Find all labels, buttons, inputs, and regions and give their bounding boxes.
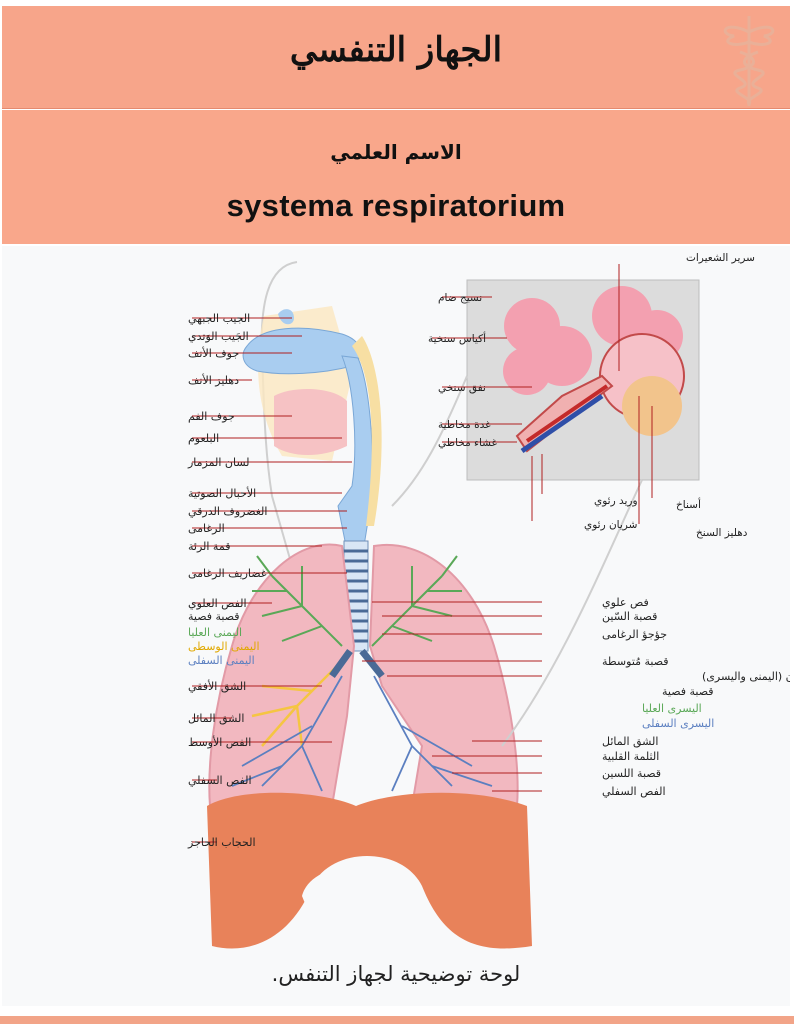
label-horizontal-fissure: الشق الأفقي [188,679,246,694]
nasal-cavity [242,327,362,375]
label-oral-cavity: جوف الفم [188,410,235,423]
label-left-upper: اليسرى العليا [642,702,702,715]
label-middle-lobe: الفص الأوسط [188,735,251,749]
bronchi-blue [231,675,493,792]
label-lobar-bronchus: قصبة فصية [188,610,240,623]
pulmonary-vein [525,384,609,443]
label-left-lower-lobe: الفص السفلي [602,785,666,798]
label-cardiac-notch: الثلمة القلبية [602,750,659,763]
neck-tissue [352,336,382,526]
label-frontal-sinus: الجيب الجبهي [188,312,250,325]
label-vocal-cords: الأحبال الصوتية [188,486,256,500]
label-thyroid-cartilage: الغضروف الدرقي [188,505,267,518]
label-mucous-gland: غدة مخاطية [438,419,491,431]
oral-cavity [274,389,347,455]
label-left-lobar-bronchus: قصبة فصية [662,685,714,698]
inset-connector-2 [501,479,643,747]
image-caption: لوحة توضيحية لجهاز التنفس. [271,962,521,986]
title-bar: الجهاز التنفسي [2,6,790,109]
label-left-upper-lobe: فص علوي [602,596,649,609]
label-nasal-vestibule: دهليز الأنف [188,373,239,387]
label-right-lower: اليمنى السفلى [188,654,255,667]
label-right-upper: اليمنى العليا [188,626,242,639]
label-trachea: الرغامى [188,522,225,535]
page-title: الجهاز التنفسي [289,30,503,70]
label-main-bronchi: القصبتان الرئيسيتان (اليمنى واليسرى) [702,670,790,683]
label-right-middle: اليمنى الوسطى [188,640,260,653]
inset-connector [391,375,468,507]
scientific-name-box: الاسم العلمي systema respiratorium [2,110,790,244]
label-tracheal-cartilages: غضاريف الرغامى [188,567,267,580]
label-alveolar-duct: نفق سنخي [438,382,486,394]
frontal-sinus [278,309,294,325]
label-pulmonary-artery: شريان رئوي [584,519,637,531]
label-diaphragm: الحجاب الحاجز [187,836,256,849]
label-lower-lobe: الفص السفلي [188,774,252,787]
diaphragm-light [302,866,422,966]
diagram-area: الجيب الجبهي الجَيب الوَتدي جوف الأنف ده… [2,246,790,1006]
pulmonary-artery [520,393,604,454]
right-lung [208,543,356,807]
caduceus-watermark-icon [723,16,775,106]
label-oblique-fissure: الشق المائل [188,712,244,726]
label-alveoli: أسناخ [676,497,701,511]
bronchi-yellow [251,665,338,747]
label-left-lower: اليسرى السفلى [642,717,714,730]
scientific-name: systema respiratorium [226,188,566,223]
label-pulmonary-vein: وريد رئوي [594,495,638,507]
label-capillary-bed: سرير الشعيرات [686,252,755,264]
label-alveolar-sacs: أكياس سنخية [428,331,486,345]
bottom-divider [0,1016,794,1024]
label-lingular-bronchus: قصبة السّين [602,610,657,623]
label-connective-tissue: نسيج ضام [438,292,482,304]
label-pharynx: البلعوم [188,432,219,445]
label-atrium: دهليز السنخ [696,527,748,539]
label-left-oblique-fissure: الشق المائل [602,735,658,749]
leader-lines [192,264,653,843]
respiratory-system-diagram[interactable]: الجيب الجبهي الجَيب الوَتدي جوف الأنف ده… [2,246,790,1006]
main-bronchi [329,648,385,679]
label-upper-lobe: الفص العلوي [188,597,247,610]
label-epiglottis: لسان المزمار [187,456,249,469]
left-lung [368,543,519,807]
label-intermediate-bronchus: قصبة مُتوسطة [602,655,669,668]
label-lung-apex: قمة الرئة [188,540,230,553]
diaphragm [207,792,532,949]
label-mucous-membrane: غشاء مخاطي [438,437,498,449]
label-carina: جؤجؤ الرغامى [602,628,667,641]
label-sphenoid-sinus: الجَيب الوَتدي [188,330,249,343]
label-lingula-bronchus: قصبة اللسين [602,767,661,780]
label-nasal-cavity: جوف الأنف [188,346,239,360]
scientific-name-label: الاسم العلمي [330,140,462,164]
